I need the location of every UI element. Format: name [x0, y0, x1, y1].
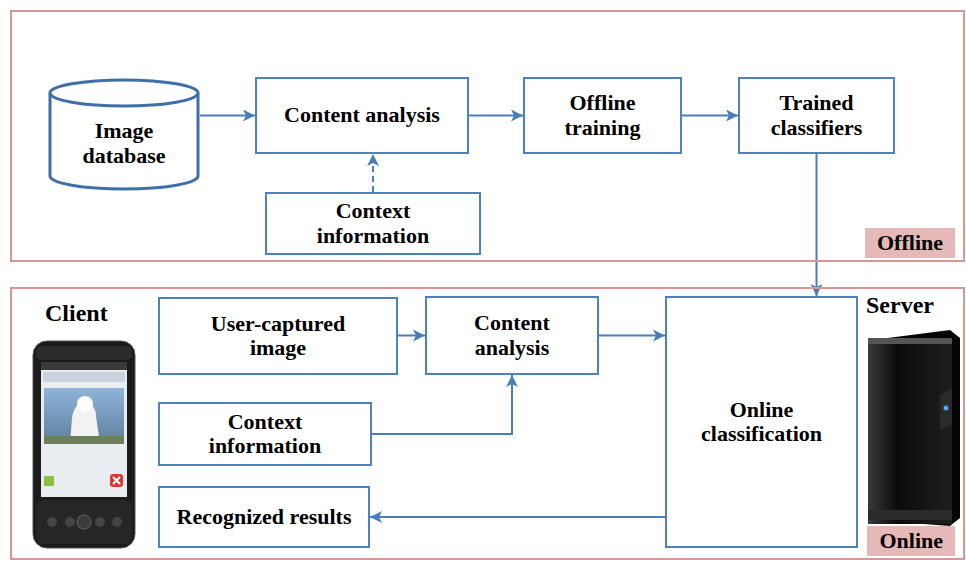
process-box: Offline training	[523, 77, 682, 154]
database-cylinder: Image database	[48, 78, 200, 191]
flow-arrow	[469, 115, 523, 117]
node-label: Online classification	[677, 398, 846, 446]
phone-illustration	[33, 341, 135, 548]
node-label: Image database	[58, 119, 190, 167]
output-box: Recognized results	[158, 486, 370, 548]
flow-arrow	[398, 335, 425, 337]
process-box: Content analysis	[255, 77, 469, 154]
device-label-wrap: Server	[866, 292, 934, 319]
node-label: Content analysis	[284, 103, 440, 127]
input-box: Context information	[265, 192, 481, 255]
device-label-wrap: Client	[45, 300, 108, 327]
device-label: Client	[45, 300, 108, 326]
cylinder-top	[50, 80, 198, 106]
node-label: User-captured image	[188, 312, 368, 360]
panel-title: Offline	[877, 231, 943, 255]
flow-arrow	[816, 154, 818, 296]
panel-tag: Online	[867, 526, 955, 556]
flow-arrow	[682, 115, 738, 117]
node-label: Trained classifiers	[750, 91, 883, 139]
node-label: Recognized results	[177, 505, 352, 529]
flow-arrow	[370, 516, 665, 518]
process-box: Online classification	[665, 296, 858, 548]
node-label: Context information	[170, 410, 360, 458]
flow-arrow	[372, 375, 512, 434]
offline-panel: Image database Content analysis Offline tr…	[10, 10, 965, 262]
flow-arrow	[599, 335, 665, 337]
input-box: Context information	[158, 402, 372, 466]
online-panel: User-captured image Content analysisOnlin…	[10, 287, 965, 560]
flow-arrow	[372, 154, 374, 192]
process-box: Trained classifiers	[738, 77, 895, 154]
panel-title: Online	[879, 529, 943, 553]
input-box: User-captured image	[158, 297, 398, 375]
panel-tag: Offline	[865, 228, 955, 258]
node-label: Content analysis	[437, 311, 587, 359]
node-label: Context information	[277, 199, 469, 247]
flow-arrow	[200, 115, 255, 117]
process-box: Content analysis	[425, 296, 599, 375]
server-illustration	[868, 330, 960, 526]
device-label: Server	[866, 292, 934, 318]
node-label: Offline training	[535, 91, 670, 139]
